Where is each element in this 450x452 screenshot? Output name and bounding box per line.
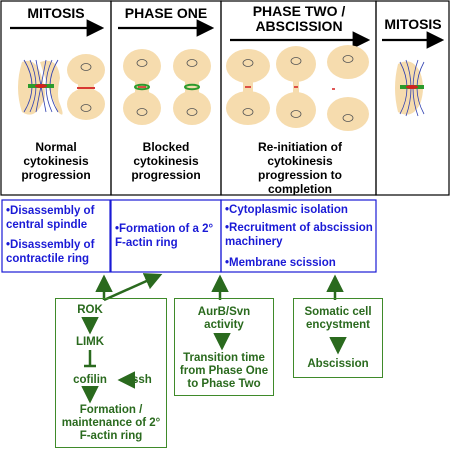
daughter-cell-top — [67, 54, 105, 86]
event-disassembly-spindle: •Disassembly of central spindle — [6, 205, 95, 231]
node-rok: ROK — [77, 304, 103, 316]
node-limk: LIMK — [75, 336, 105, 348]
node-cofilin: cofilin — [73, 374, 107, 386]
caption-phase-one: Blocked cytokinesis progression — [131, 140, 201, 182]
mitosis2-cell — [395, 59, 425, 117]
node-ssh: ssh — [132, 374, 152, 386]
caption-mitosis: Normal cytokinesis progression — [21, 140, 91, 182]
event-box-phase-two — [220, 199, 377, 273]
header-arrows — [10, 19, 445, 49]
event-disassembly-ring: •Disassembly of contractile ring — [6, 239, 95, 265]
node-aurb: AurB/Svn activity — [197, 306, 251, 331]
pathway-arrows — [81, 273, 347, 404]
phase-one-cells — [123, 49, 211, 125]
header-phase-one: PHASE ONE — [124, 5, 208, 21]
pathway-box-rok — [55, 298, 167, 448]
header-mitosis2: MITOSIS — [384, 16, 442, 32]
node-abscission: Abscission — [307, 358, 369, 370]
caption-phase-two: Re-initiation of cytokinesis progression… — [257, 140, 342, 196]
event-boxes — [1, 199, 377, 273]
header-mitosis: MITOSIS — [27, 5, 85, 21]
event-formation-ring: •Formation of a 2° F-actin ring — [115, 223, 214, 249]
event-cytoplasmic-isolation: •Cytoplasmic isolation — [225, 204, 348, 216]
node-transition: Transition time from Phase One to Phase … — [179, 352, 269, 390]
event-box-mitosis — [1, 199, 111, 273]
pathway-box-aurb — [174, 298, 274, 396]
arrow-rok-to-phase-one — [103, 273, 163, 302]
header-phase-two: PHASE TWO / ABSCISSION — [252, 3, 346, 34]
mitosis-cells — [18, 54, 105, 120]
panel-frames — [0, 0, 450, 196]
node-formation: Formation / maintenance of 2° F-actin ri… — [61, 404, 161, 442]
event-membrane-scission: •Membrane scission — [225, 257, 336, 269]
phase-two-cells — [226, 45, 369, 131]
daughter-cell-bottom — [67, 88, 105, 120]
pathway-box-encystment — [293, 298, 383, 378]
event-recruitment: •Recruitment of abscission machinery — [225, 222, 373, 248]
node-encystment: Somatic cell encystment — [304, 306, 372, 331]
panel-mitosis2-frame — [375, 0, 450, 196]
